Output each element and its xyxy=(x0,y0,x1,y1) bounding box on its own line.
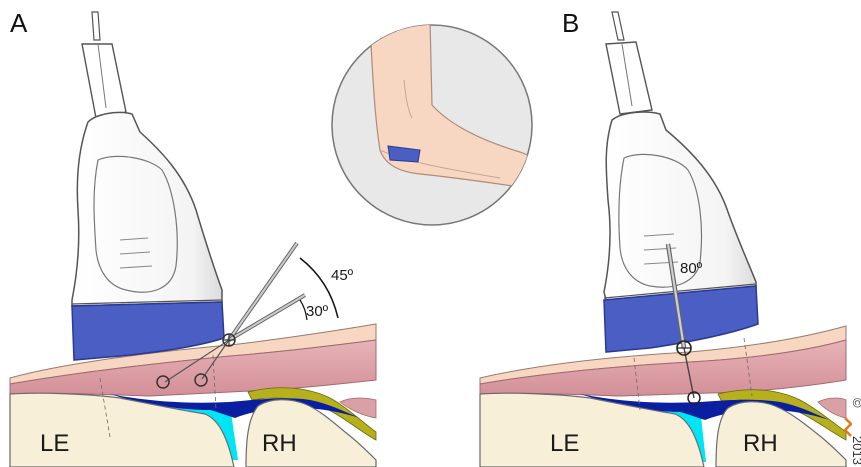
panel-a-label: A xyxy=(10,8,28,38)
copyright-mark: © 2013 xyxy=(850,398,861,465)
panel-b: B xyxy=(480,8,846,467)
panel-a-angle-45: 45º xyxy=(331,267,354,284)
panel-b-region-rh: RH xyxy=(743,430,778,457)
copyright-symbol: © xyxy=(850,398,861,408)
panel-a-ultrasound-probe-icon xyxy=(72,12,224,360)
elbow-position-inset xyxy=(332,20,540,225)
panel-b-region-le: LE xyxy=(550,430,579,457)
panel-a-region-rh: RH xyxy=(262,430,297,457)
panel-b-ultrasound-probe-icon xyxy=(604,12,758,352)
panel-b-anatomy xyxy=(480,326,846,467)
panel-a: A xyxy=(10,8,376,467)
panel-a-region-le: LE xyxy=(40,430,69,457)
panel-b-label: B xyxy=(562,8,579,38)
panel-b-angle-80: 80º xyxy=(680,260,703,277)
panel-a-angle-30: 30º xyxy=(306,303,329,320)
panel-b-bone-rh xyxy=(716,402,846,467)
copyright-year: 2013 xyxy=(850,436,861,465)
